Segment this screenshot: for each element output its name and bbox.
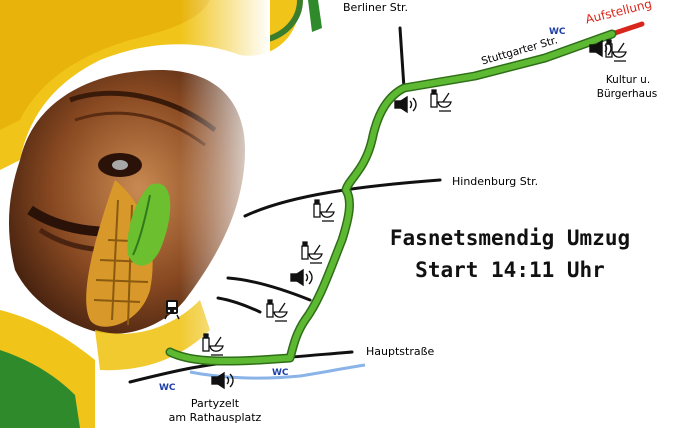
speaker-icon — [290, 268, 313, 287]
wc-sign: WC — [272, 368, 289, 378]
food-drink-icon — [605, 39, 627, 62]
river — [189, 363, 366, 380]
train-icon — [164, 300, 180, 320]
food-drink-icon — [266, 299, 288, 322]
speaker-icon — [394, 95, 417, 114]
street-label-hindenburg: Hindenburg Str. — [452, 175, 539, 188]
parade-route — [165, 29, 617, 366]
street-hindenburg — [243, 178, 442, 218]
street-label-berliner: Berliner Str. — [343, 1, 409, 14]
street-label-haupt: Hauptstraße — [366, 345, 435, 358]
food-drink-icon — [301, 241, 323, 264]
street-side-2 — [216, 296, 262, 314]
street-side-1 — [226, 276, 312, 302]
event-title: Fasnetsmendig Umzug — [389, 226, 631, 250]
food-drink-icon — [430, 89, 452, 112]
food-drink-icon — [202, 333, 224, 356]
street-berliner — [398, 26, 406, 90]
food-drink-icon — [313, 199, 335, 222]
place-kultur-line2: Bürgerhaus — [596, 88, 658, 100]
event-start-time: Start 14:11 Uhr — [415, 258, 605, 282]
wc-sign: WC — [159, 383, 176, 393]
place-kultur-line1: Kultur u. — [605, 74, 651, 86]
wc-sign: WC — [549, 27, 566, 37]
speaker-icon — [211, 371, 234, 390]
place-partyzelt-line1: Partyzelt — [190, 397, 240, 410]
start-line — [609, 21, 645, 37]
mask-illustration — [0, 0, 322, 428]
place-partyzelt-line2: am Rathausplatz — [168, 411, 262, 424]
